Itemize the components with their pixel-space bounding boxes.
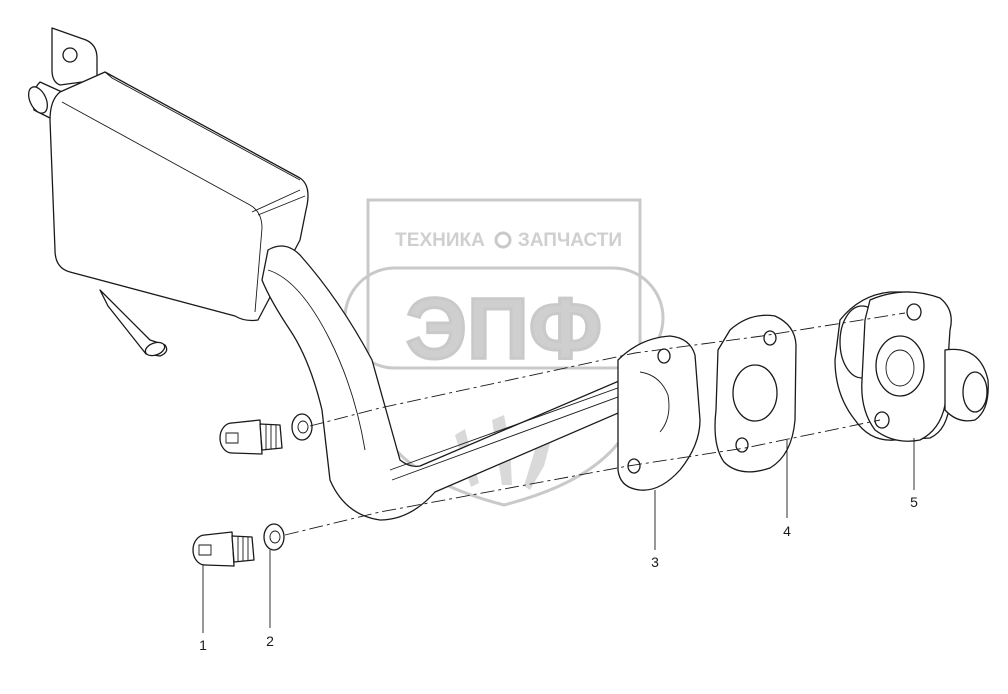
- bolt-lower: [192, 531, 255, 567]
- callout-2: 2: [266, 633, 274, 649]
- outlet-fitting: [834, 291, 989, 442]
- gasket: [714, 314, 797, 473]
- leader-lines: [202, 438, 915, 633]
- bolt-upper: [219, 419, 283, 455]
- washer-upper: [291, 413, 313, 441]
- gear-icon: [494, 231, 512, 249]
- callout-5: 5: [910, 494, 918, 510]
- bent-pipe: [261, 245, 661, 521]
- watermark-top-left: ТЕХНИКА: [395, 230, 485, 251]
- callout-3: 3: [651, 554, 659, 570]
- callout-labels: 1 2 3 4 5: [199, 494, 918, 653]
- callout-1: 1: [199, 637, 207, 653]
- watermark-top-right: ЗАПЧАСТИ: [518, 230, 622, 251]
- assembly-axes: [284, 312, 906, 536]
- washer-lower: [263, 523, 285, 551]
- callout-4: 4: [783, 523, 791, 539]
- air-intake-box: [27, 27, 309, 357]
- pipe-flange: [617, 335, 701, 491]
- watermark-logo-letters: ЭПФ: [406, 281, 602, 377]
